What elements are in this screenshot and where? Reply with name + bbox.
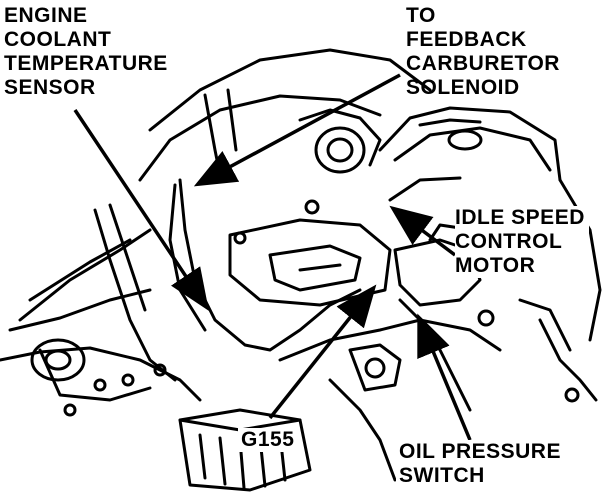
valve-cover-edge [298, 108, 382, 167]
isc-motor-line-1: IDLE SPEED [455, 206, 585, 229]
frame-rail-lower [0, 346, 202, 402]
ect-sensor-label: ENGINE COOLANT TEMPERATURE SENSOR [4, 4, 168, 100]
intake-top [148, 48, 432, 132]
feedback-solenoid-leader [193, 73, 401, 187]
bolt-a [63, 403, 77, 417]
upper-pipe-2 [226, 88, 238, 152]
oil-pump-housing [348, 343, 402, 392]
oil-pressure-line-1: OIL PRESSURE [399, 440, 561, 463]
isc-motor-body [393, 238, 482, 307]
thermostat-inner [326, 137, 354, 163]
thermostat-housing [314, 126, 366, 174]
isc-motor-leader [389, 205, 457, 257]
air-cleaner-snorkel [388, 176, 462, 202]
ect-sensor-line-1: ENGINE [4, 4, 88, 27]
upper-pipe [203, 93, 222, 177]
ect-sensor-line-4: SENSOR [4, 76, 96, 99]
wiring-harness [178, 178, 362, 352]
support-bracket [38, 348, 152, 402]
carb-screw [304, 199, 320, 215]
isc-motor-line-2: CONTROL [455, 230, 563, 253]
bolt-d [153, 363, 167, 377]
right-bracket [538, 318, 598, 402]
carb-body [228, 218, 392, 307]
carb-screw-2 [233, 231, 247, 245]
wiring-loop-b [108, 203, 147, 312]
ect-sensor-line-2: COOLANT [4, 28, 112, 51]
ect-sensor-line-3: TEMPERATURE [4, 52, 168, 75]
feedback-solenoid-label: TO FEEDBACK CARBURETOR SOLENOID [406, 4, 560, 100]
isc-motor-label: IDLE SPEED CONTROL MOTOR [455, 206, 589, 278]
air-cleaner-cap [418, 118, 482, 127]
mount-bushing [30, 338, 86, 382]
oil-pressure-line-2: SWITCH [399, 464, 485, 487]
frame-rail [8, 288, 152, 332]
feedback-solenoid-line-2: FEEDBACK [406, 28, 527, 51]
lower-block [278, 318, 502, 362]
oil-filter-grip [198, 432, 287, 490]
carb-inner [268, 244, 362, 292]
air-cleaner-side [558, 178, 602, 342]
g155-leader [268, 284, 377, 420]
bolt-e [564, 387, 580, 403]
bolt-b [93, 378, 107, 392]
bracket-arm-2 [28, 238, 132, 302]
ground-label: G155 [238, 428, 298, 452]
air-cleaner-rim [393, 126, 552, 172]
carb-linkage [298, 263, 342, 272]
oil-fitting [364, 357, 386, 379]
oil-filter [178, 408, 312, 492]
bracket-arm [18, 228, 152, 322]
feedback-solenoid-line-3: CARBURETOR [406, 52, 560, 75]
bolt-c [121, 373, 135, 387]
feedback-solenoid-line-1: TO [406, 4, 436, 27]
ect-sensor-leader [73, 109, 209, 311]
mount-bushing-inner [44, 349, 72, 371]
air-cleaner-nut [447, 129, 483, 151]
wiring-loop [93, 208, 177, 382]
bolt-f [477, 309, 495, 327]
oil-pressure-label: OIL PRESSURE SWITCH [396, 440, 564, 488]
air-cleaner-body [378, 106, 562, 182]
oil-pressure-leader [417, 313, 472, 441]
ground-line-1: G155 [241, 428, 295, 451]
feedback-solenoid-line-4: SOLENOID [406, 76, 520, 99]
isc-motor-line-3: MOTOR [455, 254, 536, 277]
right-bracket-2 [518, 298, 572, 352]
lower-block-2 [328, 378, 397, 482]
